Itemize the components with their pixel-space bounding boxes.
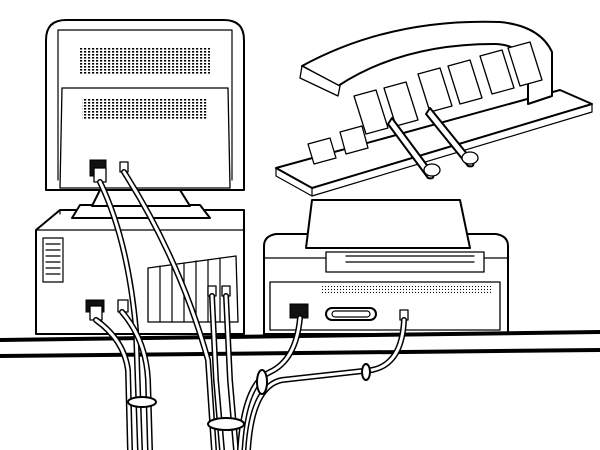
cable-clip <box>417 59 483 113</box>
printer <box>263 199 509 335</box>
cable-clip <box>479 41 543 95</box>
cable-clip <box>353 81 419 135</box>
cable-tie <box>127 396 157 408</box>
clip-strip-arm <box>301 20 553 105</box>
monitor-vent-top <box>80 48 210 74</box>
cable-clip-strip <box>275 20 593 197</box>
cable-bundle <box>93 169 407 450</box>
monitor-rear <box>45 19 245 219</box>
cable-tie <box>361 363 371 381</box>
monitor-vent-bottom <box>82 98 208 120</box>
printer-handle <box>325 307 377 321</box>
expansion-slots <box>147 255 239 323</box>
cable-tie <box>256 369 268 395</box>
printer-paper-support <box>305 199 471 249</box>
cable-tie <box>207 417 245 431</box>
cable-clip <box>307 125 369 165</box>
